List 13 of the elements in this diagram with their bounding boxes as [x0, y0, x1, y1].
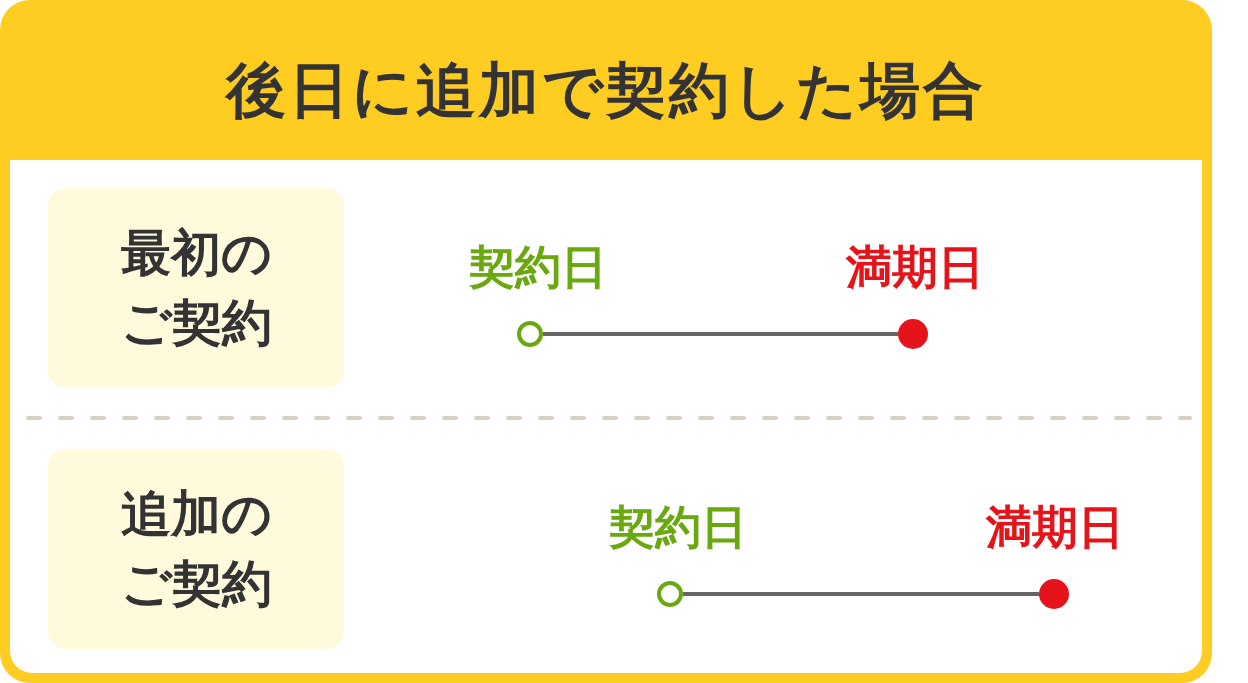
- date-label: 契約日: [609, 500, 747, 556]
- row-label-card: 追加のご契約: [48, 449, 344, 649]
- timeline-line: [543, 332, 898, 336]
- ring-icon: [656, 580, 684, 608]
- ring-icon: [516, 320, 544, 348]
- dot-icon: [1038, 578, 1070, 610]
- dot-icon: [897, 318, 929, 350]
- timeline-line: [683, 592, 1039, 596]
- date-label: 満期日: [986, 500, 1124, 556]
- row-label-card: 最初のご契約: [48, 188, 344, 388]
- date-label: 契約日: [469, 240, 607, 296]
- title-heading: 後日に追加で契約した場合: [226, 54, 986, 126]
- date-label: 満期日: [846, 240, 984, 296]
